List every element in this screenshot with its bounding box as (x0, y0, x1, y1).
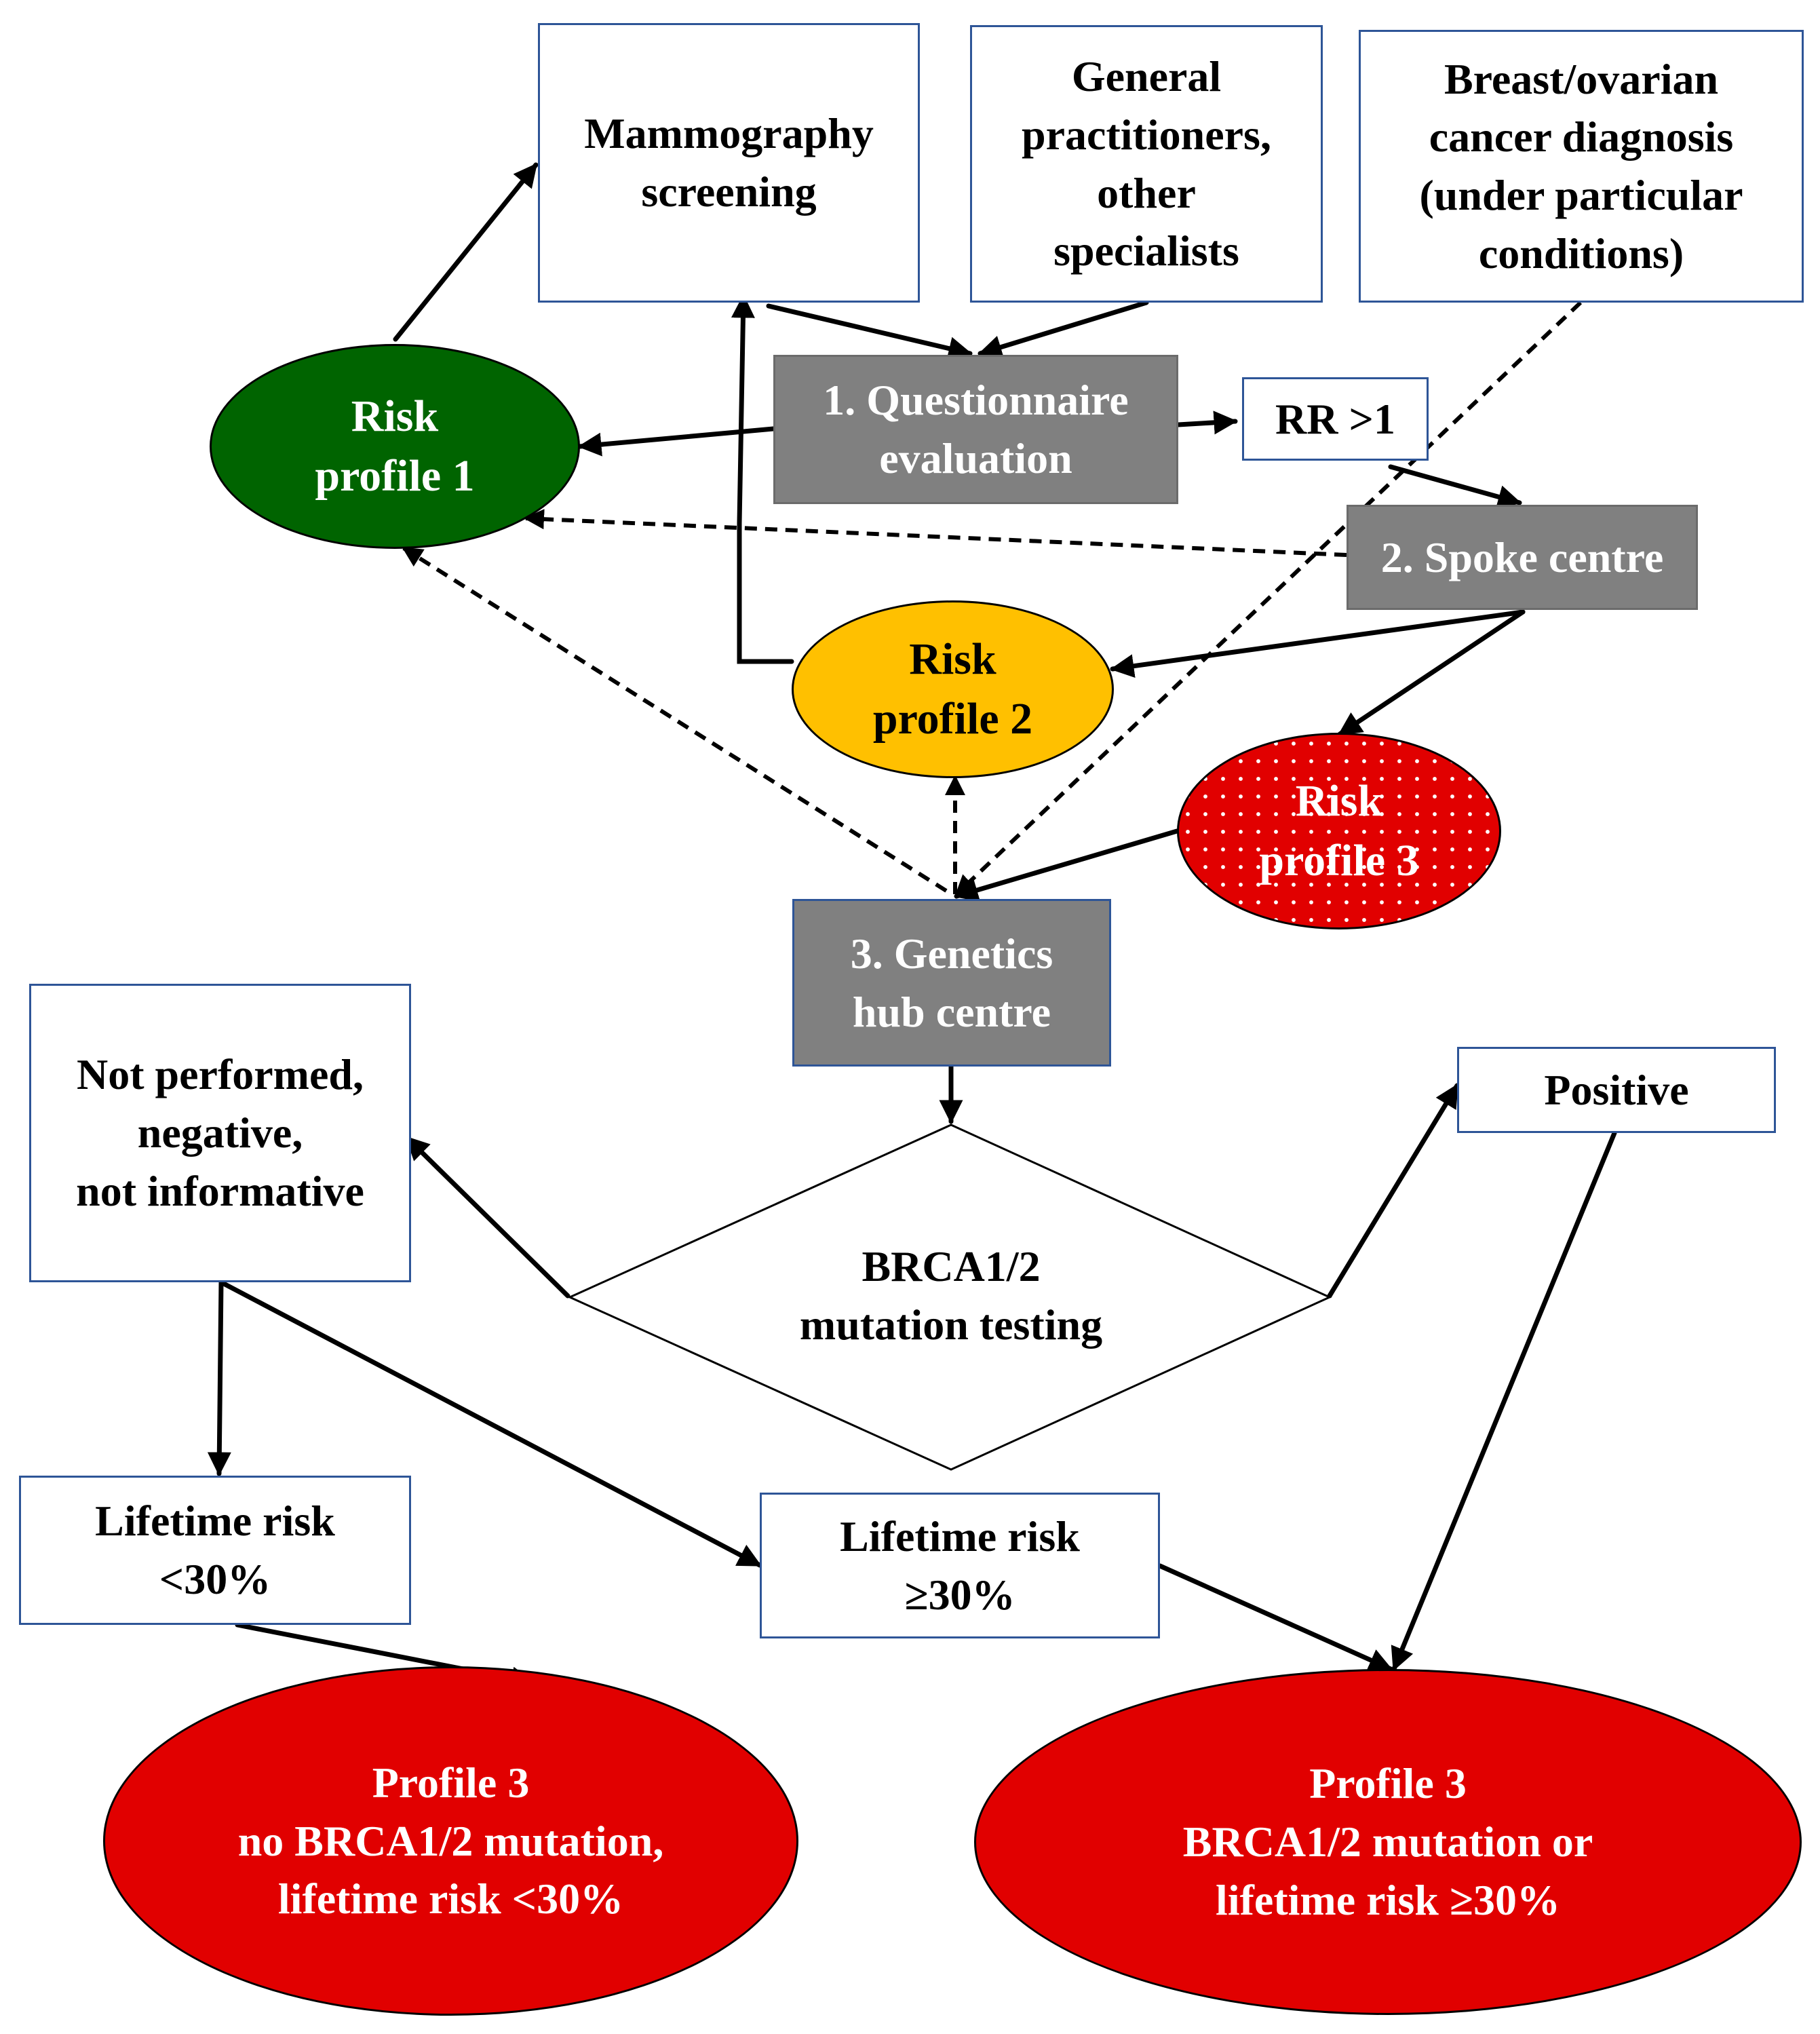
lifetime-risk-high-box: Lifetime risk ≥30% (760, 1493, 1160, 1638)
dashed-arrow-spoke-to-risk1 (524, 509, 1347, 557)
genetics-hub-label: 3. Genetics hub centre (850, 929, 1053, 1036)
profile-3-no-mutation-label: Profile 3 no BRCA1/2 mutation, lifetime … (237, 1758, 664, 1923)
mammography-screening-box: Mammography screening (538, 23, 920, 303)
arrow-testing-to-positive (1327, 1083, 1460, 1299)
arrow-spoke-to-risk3 (1337, 609, 1526, 737)
dashed-arrow-genetics-to-risk1 (402, 546, 948, 893)
arrow-spoke-to-risk2 (1110, 609, 1526, 678)
cancer-diagnosis-label: Breast/ovarian cancer diagnosis (under p… (1419, 54, 1743, 277)
brca-testing-diamond (567, 1124, 1332, 1471)
profile-3-mutation-label: Profile 3 BRCA1/2 mutation or lifetime r… (1182, 1759, 1593, 1924)
risk-profile-2-label: Risk profile 2 (872, 634, 1033, 744)
profile-3-no-mutation-ellipse: Profile 3 no BRCA1/2 mutation, lifetime … (103, 1666, 798, 2016)
lifetime-risk-low-box: Lifetime risk <30% (19, 1476, 411, 1625)
arrow-mammography-to-questionnaire (766, 303, 973, 360)
questionnaire-evaluation-label: 1. Questionnaire evaluation (823, 376, 1129, 482)
risk-profile-1-label: Risk profile 1 (315, 391, 475, 501)
general-practitioners-label: General practitioners, other specialists (1022, 52, 1271, 275)
rr-box: RR >1 (1242, 377, 1429, 461)
brca-testing-text: BRCA1/2 mutation testing (799, 1242, 1103, 1349)
not-performed-label: Not performed, negative, not informative (76, 1050, 364, 1215)
questionnaire-evaluation-box: 1. Questionnaire evaluation (773, 355, 1178, 504)
spoke-centre-label: 2. Spoke centre (1380, 533, 1664, 581)
risk-profile-1-ellipse: Risk profile 1 (210, 344, 580, 549)
not-performed-box: Not performed, negative, not informative (29, 984, 411, 1282)
arrow-not-performed-to-lifetime-low (207, 1280, 231, 1476)
risk-profile-2-ellipse: Risk profile 2 (792, 600, 1114, 778)
arrow-practitioners-to-questionnaire (977, 300, 1149, 359)
arrow-not-performed-to-lifetime-high (218, 1280, 762, 1568)
rr-label: RR >1 (1275, 394, 1395, 443)
arrow-lifetime-high-to-profile3 (1157, 1563, 1393, 1672)
positive-box: Positive (1457, 1047, 1776, 1133)
mammography-screening-label: Mammography screening (584, 109, 874, 216)
lifetime-risk-low-label: Lifetime risk <30% (95, 1497, 335, 1603)
risk-profile-3-ellipse: Risk profile 3 (1177, 733, 1501, 929)
arrow-questionnaire-to-risk1 (577, 426, 776, 457)
dashed-arrow-diagnosis-to-genetics (954, 301, 1583, 896)
arrow-testing-to-not-performed (404, 1135, 570, 1299)
profile-3-mutation-ellipse: Profile 3 BRCA1/2 mutation or lifetime r… (974, 1669, 1802, 2015)
arrow-risk2-to-mammography (731, 294, 794, 664)
positive-label: Positive (1544, 1065, 1689, 1114)
spoke-centre-box: 2. Spoke centre (1347, 505, 1698, 610)
arrow-positive-to-profile3 (1391, 1130, 1617, 1672)
arrow-rr-to-spoke (1388, 464, 1522, 509)
arrow-questionnaire-to-rr (1176, 410, 1238, 435)
arrow-risk3-to-genetics (954, 828, 1180, 902)
lifetime-risk-high-label: Lifetime risk ≥30% (840, 1512, 1080, 1619)
arrow-risk1-to-mammography (393, 162, 539, 342)
risk-profile-3-label: Risk profile 3 (1259, 775, 1419, 885)
cancer-diagnosis-box: Breast/ovarian cancer diagnosis (under p… (1359, 30, 1804, 303)
general-practitioners-box: General practitioners, other specialists (970, 25, 1323, 303)
brca-testing-label: BRCA1/2 mutation testing (680, 1208, 1222, 1384)
genetics-hub-box: 3. Genetics hub centre (792, 899, 1111, 1067)
